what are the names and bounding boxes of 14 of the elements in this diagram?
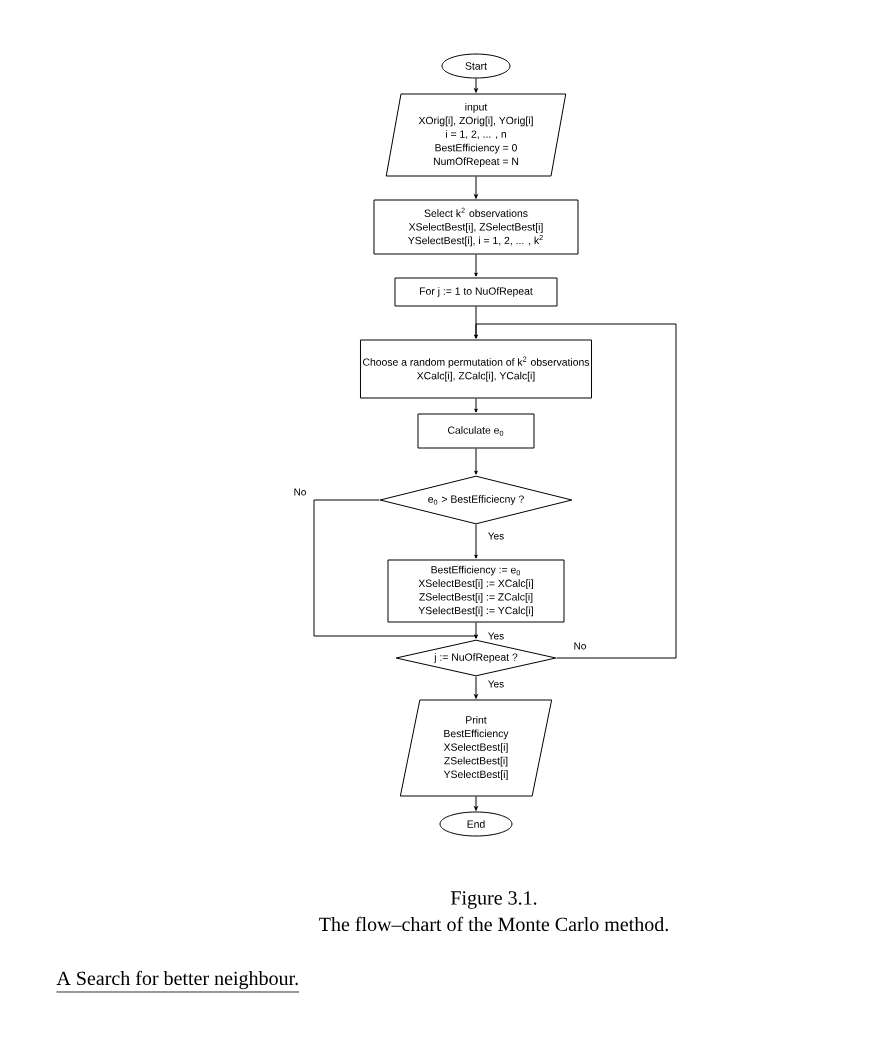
arrow [474, 323, 677, 659]
arrow [474, 176, 478, 199]
arrow [474, 796, 478, 811]
arrow [474, 448, 478, 475]
arrow [474, 524, 478, 559]
arrow [313, 499, 478, 639]
arrow [474, 254, 478, 277]
caption: The flow–chart of the Monte Carlo method. [319, 916, 668, 932]
section-heading: A Search for better neighbour. [56, 970, 300, 993]
arrow [474, 676, 478, 699]
arrow [474, 398, 478, 413]
arrow [474, 622, 478, 639]
arrow [474, 78, 478, 93]
figure-number: Figure 3.1. [450, 891, 537, 909]
